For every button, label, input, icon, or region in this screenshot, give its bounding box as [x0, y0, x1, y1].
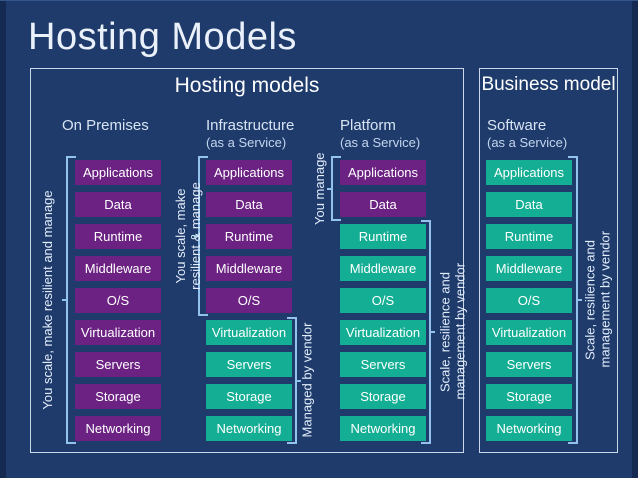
column-subtitle: (as a Service) — [206, 135, 287, 150]
layer-box: Servers — [340, 352, 426, 377]
layer-box: Virtualization — [206, 320, 292, 345]
stack-saas: Applications Data Runtime Middleware O/S… — [486, 160, 572, 441]
annotation-saas-right: Scale, resilience and management by vend… — [582, 230, 613, 368]
hosting-panel-title: Hosting models — [174, 74, 320, 97]
layer-box: Servers — [75, 352, 161, 377]
annotation-paas-left: You manage — [311, 152, 327, 225]
layer-box: Applications — [486, 160, 572, 185]
layer-box: Storage — [486, 384, 572, 409]
layer-box: Storage — [206, 384, 292, 409]
slide-left-edge — [0, 0, 6, 478]
column-header-paas: Platform (as a Service) — [340, 117, 420, 150]
layer-box: O/S — [75, 288, 161, 313]
bracket-paas-right — [421, 220, 435, 444]
layer-box: O/S — [206, 288, 292, 313]
stack-on-premises: Applications Data Runtime Middleware O/S… — [75, 160, 161, 441]
annotation-on-premises: You scale, make resilient and manage — [39, 190, 55, 410]
layer-box: O/S — [340, 288, 426, 313]
column-name: Software — [487, 117, 547, 134]
annotation-iaas-right: Managed by vendor — [299, 322, 314, 438]
bracket-iaas-left — [194, 156, 208, 316]
layer-box: Virtualization — [486, 320, 572, 345]
bracket-paas-left — [327, 156, 341, 221]
column-subtitle: (as a Service) — [340, 135, 421, 150]
column-header-saas: Software (as a Service) — [487, 117, 567, 150]
layer-box: Networking — [75, 416, 161, 441]
annotation-paas-right: Scale, resilience and management by vend… — [437, 262, 468, 400]
layer-box: Servers — [486, 352, 572, 377]
bracket-saas-right — [568, 156, 582, 444]
hosting-models-panel: Hosting models — [30, 68, 464, 453]
layer-box: Runtime — [206, 224, 292, 249]
annotation-iaas-left: You scale, make resilient & manage — [173, 182, 203, 290]
layer-box: Data — [486, 192, 572, 217]
layer-box: Middleware — [75, 256, 161, 281]
column-header-iaas: Infrastructure (as a Service) — [206, 117, 294, 150]
layer-box: Applications — [206, 160, 292, 185]
slide-right-edge — [632, 0, 638, 478]
page-title: Hosting Models — [28, 16, 297, 58]
layer-box: Runtime — [340, 224, 426, 249]
layer-box: Networking — [206, 416, 292, 441]
layer-box: Servers — [206, 352, 292, 377]
layer-box: Networking — [486, 416, 572, 441]
business-panel-title: Business model — [481, 74, 616, 95]
column-name: Infrastructure — [206, 117, 295, 134]
layer-box: Runtime — [486, 224, 572, 249]
layer-box: Storage — [75, 384, 161, 409]
layer-box: Virtualization — [340, 320, 426, 345]
layer-box: Data — [340, 192, 426, 217]
layer-box: Virtualization — [75, 320, 161, 345]
bracket-on-premises-left — [62, 156, 76, 444]
stack-paas: Applications Data Runtime Middleware O/S… — [340, 160, 426, 441]
bracket-iaas-right — [287, 317, 301, 444]
layer-box: Applications — [340, 160, 426, 185]
column-name: Platform — [340, 117, 396, 134]
layer-box: Storage — [340, 384, 426, 409]
layer-box: Networking — [340, 416, 426, 441]
layer-box: Data — [75, 192, 161, 217]
business-model-panel: Business model — [479, 68, 618, 453]
slide-top-edge — [0, 0, 638, 1]
layer-box: Middleware — [486, 256, 572, 281]
layer-box: Middleware — [206, 256, 292, 281]
column-name: On Premises — [62, 117, 149, 134]
column-header-on-premises: On Premises — [62, 117, 149, 135]
layer-box: Data — [206, 192, 292, 217]
column-subtitle: (as a Service) — [487, 135, 568, 150]
layer-box: O/S — [486, 288, 572, 313]
stack-iaas: Applications Data Runtime Middleware O/S… — [206, 160, 292, 441]
layer-box: Runtime — [75, 224, 161, 249]
layer-box: Applications — [75, 160, 161, 185]
layer-box: Middleware — [340, 256, 426, 281]
